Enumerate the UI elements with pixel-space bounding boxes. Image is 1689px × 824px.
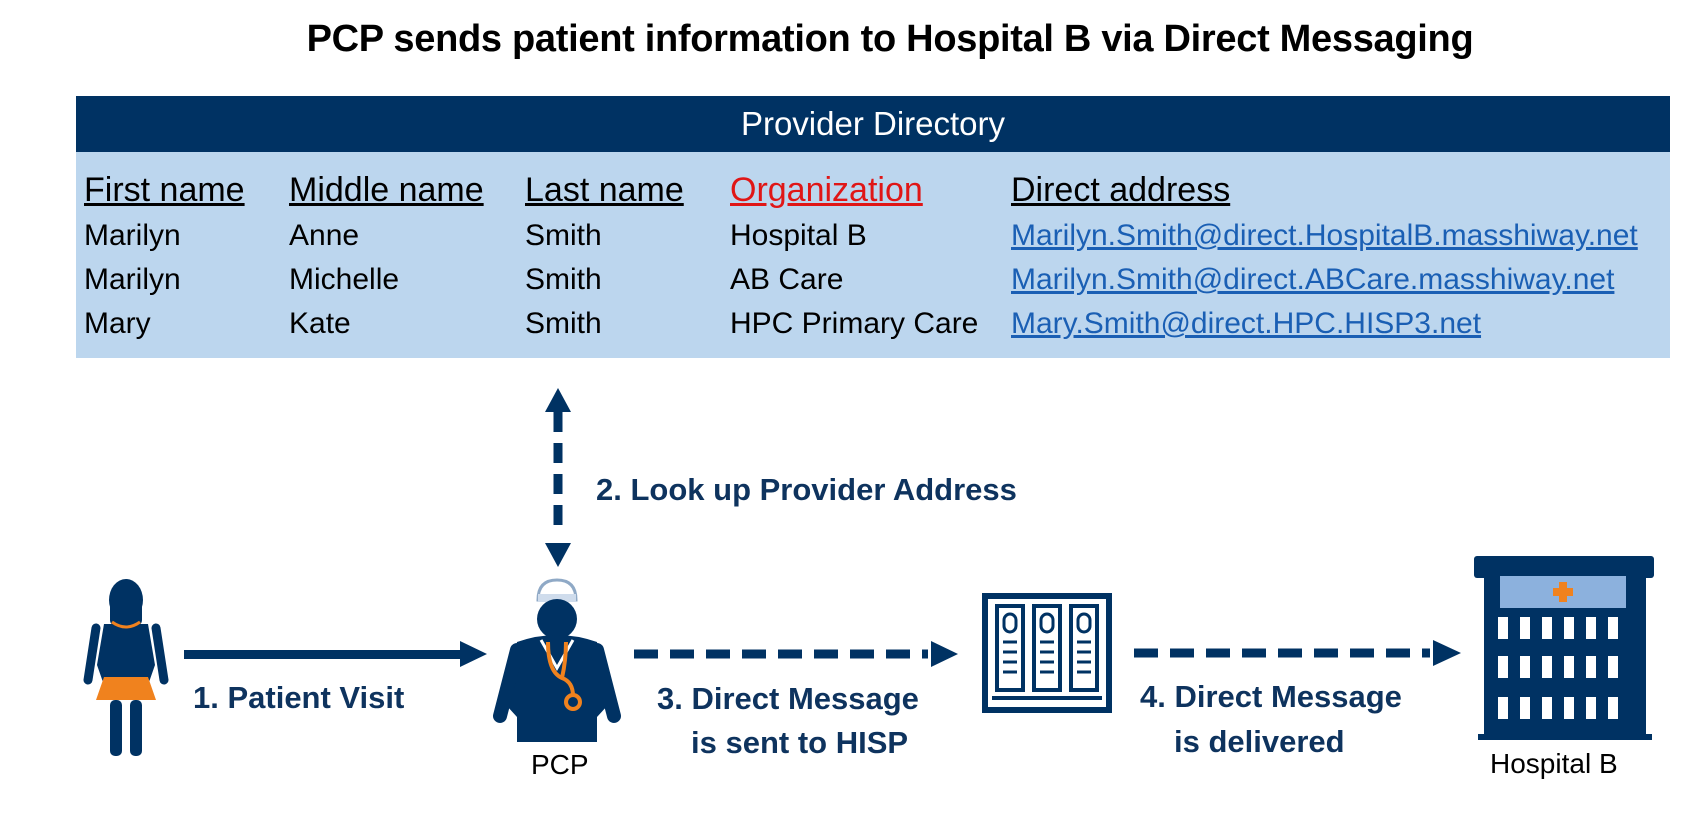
hospital-icon — [1474, 556, 1654, 740]
table-cell: Marilyn — [84, 263, 181, 296]
pcp-caption: PCP — [531, 749, 589, 780]
column-first-name: First name Marilyn Marilyn Mary — [84, 166, 245, 346]
lookup-arrow — [545, 388, 571, 567]
column-middle-name: Middle name Anne Michelle Kate — [289, 166, 484, 346]
column-header-middle-name: Middle name — [289, 171, 484, 209]
diagram-title: PCP sends patient information to Hospita… — [306, 18, 1474, 60]
send-to-hisp-arrow — [634, 641, 958, 667]
patient-icon — [83, 579, 169, 756]
step2-label: 2. Look up Provider Address — [596, 472, 1017, 507]
table-cell: AB Care — [730, 263, 844, 296]
table-cell: Hospital B — [730, 219, 867, 252]
column-header-organization: Organization — [730, 171, 923, 209]
doctor-icon — [493, 578, 621, 742]
direct-address-link[interactable]: Marilyn.Smith@direct.ABCare.masshiway.ne… — [1011, 263, 1615, 296]
table-cell: Smith — [525, 219, 602, 252]
deliver-arrow — [1134, 640, 1461, 666]
table-cell: Mary — [84, 307, 151, 340]
column-organization: Organization Hospital B AB Care HPC Prim… — [730, 166, 978, 346]
table-cell: Kate — [289, 307, 351, 340]
column-last-name: Last name Smith Smith Smith — [525, 166, 684, 346]
column-header-direct-address: Direct address — [1011, 171, 1231, 209]
step1-label: 1. Patient Visit — [193, 680, 405, 715]
column-header-first-name: First name — [84, 171, 245, 209]
provider-directory-table: Provider Directory First name Marilyn Ma… — [76, 96, 1670, 358]
table-cell: Marilyn — [84, 219, 181, 252]
step3-label-line1: 3. Direct Message — [657, 681, 919, 716]
direct-address-link[interactable]: Mary.Smith@direct.HPC.HISP3.net — [1011, 307, 1482, 340]
table-cell: Smith — [525, 307, 602, 340]
step4-label-line1: 4. Direct Message — [1140, 679, 1402, 714]
step3-label-line2: is sent to HISP — [691, 725, 909, 760]
table-cell: Anne — [289, 219, 360, 252]
direct-address-link[interactable]: Marilyn.Smith@direct.HospitalB.masshiway… — [1011, 219, 1638, 252]
column-direct-address: Direct address Marilyn.Smith@direct.Hosp… — [1011, 166, 1638, 346]
hisp-server-icon — [982, 593, 1112, 713]
table-cell: Smith — [525, 263, 602, 296]
table-cell: Michelle — [289, 263, 400, 296]
table-cell: HPC Primary Care — [730, 307, 979, 340]
provider-directory-header: Provider Directory — [76, 96, 1670, 152]
hospital-caption: Hospital B — [1490, 748, 1618, 779]
patient-visit-arrow — [184, 641, 487, 667]
column-header-last-name: Last name — [525, 171, 684, 209]
step4-label-line2: is delivered — [1174, 724, 1345, 759]
